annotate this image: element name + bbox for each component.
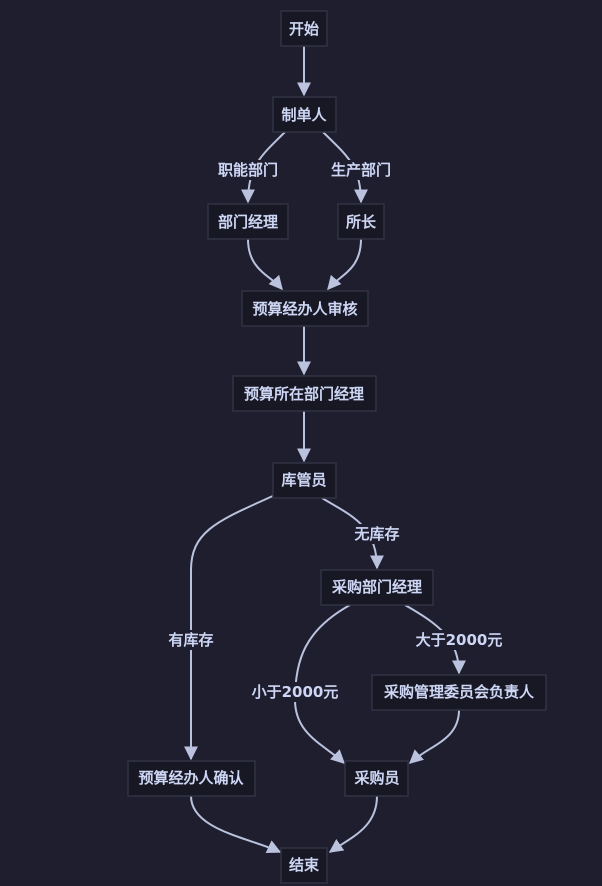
edge-label-no-stock: 无库存 bbox=[351, 524, 403, 544]
edge-label-in-stock: 有库存 bbox=[165, 630, 217, 650]
edge-warehouse-budget-confirm bbox=[184, 494, 276, 761]
node-start: 开始 bbox=[280, 10, 328, 47]
svg-text:结束: 结束 bbox=[289, 856, 320, 874]
edge-budget-confirm-end bbox=[190, 795, 282, 854]
svg-text:采购员: 采购员 bbox=[353, 769, 399, 787]
svg-text:有库存: 有库存 bbox=[168, 631, 213, 649]
svg-text:部门经理: 部门经理 bbox=[218, 213, 278, 231]
svg-text:大于2000元: 大于2000元 bbox=[416, 631, 503, 649]
node-purchaser: 采购员 bbox=[344, 760, 409, 797]
node-budget-confirm: 预算经办人确认 bbox=[127, 760, 256, 797]
node-budget-dept-manager: 预算所在部门经理 bbox=[232, 375, 377, 412]
node-committee-head: 采购管理委员会负责人 bbox=[371, 674, 547, 711]
svg-text:库管员: 库管员 bbox=[281, 471, 326, 489]
edge-dept-manager-review bbox=[247, 238, 283, 291]
svg-text:采购管理委员会负责人: 采购管理委员会负责人 bbox=[383, 683, 535, 701]
node-warehouse: 库管员 bbox=[272, 462, 337, 499]
node-budget-review: 预算经办人审核 bbox=[241, 290, 369, 327]
svg-text:采购部门经理: 采购部门经理 bbox=[331, 578, 422, 596]
edge-warehouse-purchase-manager bbox=[321, 497, 384, 570]
edge-label-functional-dept: 职能部门 bbox=[214, 160, 282, 180]
svg-text:预算经办人确认: 预算经办人确认 bbox=[138, 769, 244, 787]
svg-text:开始: 开始 bbox=[289, 20, 319, 38]
edge-label-under-2000: 小于2000元 bbox=[251, 682, 339, 702]
svg-text:制单人: 制单人 bbox=[281, 106, 327, 124]
edge-label-production-dept: 生产部门 bbox=[327, 160, 395, 180]
node-director: 所长 bbox=[337, 203, 385, 240]
node-dept-manager: 部门经理 bbox=[207, 203, 289, 240]
svg-text:小于2000元: 小于2000元 bbox=[252, 683, 339, 701]
node-end: 结束 bbox=[280, 847, 328, 884]
svg-text:生产部门: 生产部门 bbox=[331, 161, 391, 179]
edge-committee-purchaser bbox=[408, 709, 460, 764]
edge-purchaser-end bbox=[328, 795, 378, 853]
edge-director-review bbox=[327, 238, 362, 291]
svg-text:预算所在部门经理: 预算所在部门经理 bbox=[244, 385, 364, 403]
svg-text:所长: 所长 bbox=[346, 213, 377, 231]
node-maker: 制单人 bbox=[272, 96, 337, 133]
svg-text:预算经办人审核: 预算经办人审核 bbox=[252, 300, 357, 318]
svg-text:无库存: 无库存 bbox=[353, 525, 399, 543]
edge-label-over-2000: 大于2000元 bbox=[415, 630, 503, 650]
node-purchase-dept-manager: 采购部门经理 bbox=[320, 569, 434, 606]
svg-text:职能部门: 职能部门 bbox=[218, 161, 278, 179]
